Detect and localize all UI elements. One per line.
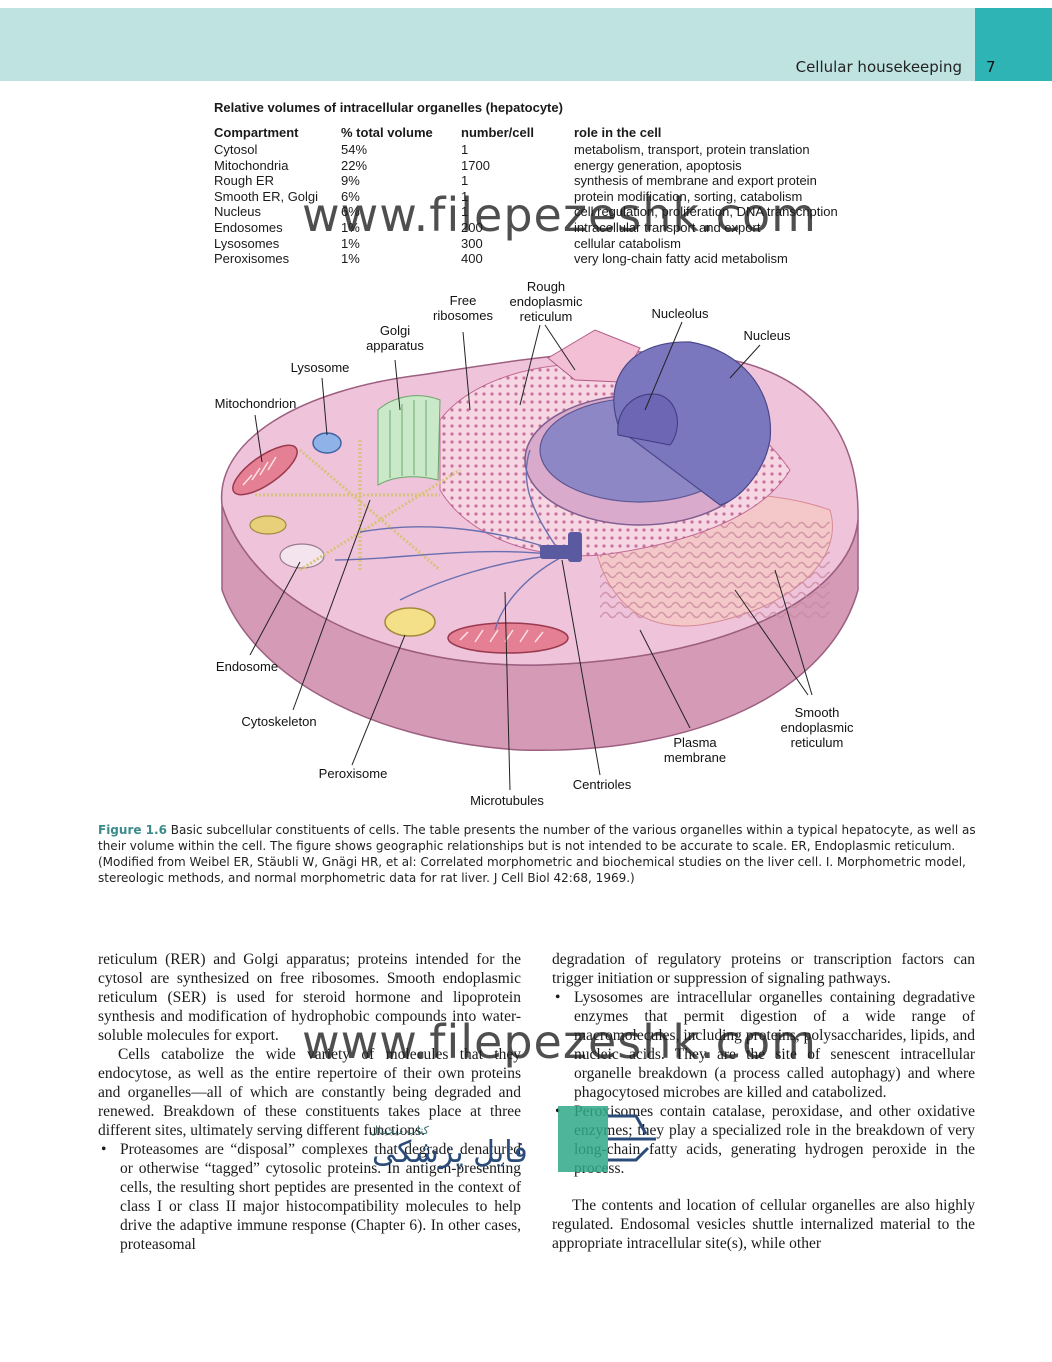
cell: 1%	[341, 219, 360, 235]
microtubules-lines	[334, 449, 561, 631]
col-header: role in the cell	[574, 124, 662, 140]
cell: 9%	[341, 173, 360, 189]
col-header: number/cell	[461, 124, 534, 140]
table-row: Peroxisomes 1% 400 very long-chain fatty ac…	[214, 251, 874, 267]
caption-text: Basic subcellular constituents of cells.…	[98, 823, 976, 885]
col-header: % total volume	[341, 124, 433, 140]
endosome-1	[249, 515, 287, 535]
watermark-url-2: www.filepezeshk.com	[302, 1015, 817, 1069]
bullet-item: Proteasomes are “disposal” complexes tha…	[98, 1140, 521, 1254]
cell: Rough ER	[214, 173, 274, 189]
cell: Endosomes	[214, 219, 283, 235]
label-cytoskeleton: Cytoskeleton	[241, 714, 317, 729]
cell: Smooth ER, Golgi	[214, 188, 319, 204]
table-row: Mitochondria 22% 1700 energy generation, ap…	[214, 158, 874, 174]
leader-lines	[249, 321, 813, 791]
body-column-left: reticulum (RER) and Golgi apparatus; pro…	[98, 950, 521, 1254]
cell: 6%	[341, 188, 360, 204]
cell: 300	[461, 235, 483, 251]
cell: 1	[461, 142, 469, 157]
nucleus-envelope-cutaway	[613, 341, 772, 506]
lysosome-shape	[312, 432, 342, 454]
page-number: 7	[986, 58, 996, 76]
cell: Lysosomes	[214, 235, 280, 251]
cell: 1	[461, 204, 469, 220]
cell: 22%	[341, 157, 368, 173]
cell: 1700	[461, 157, 490, 173]
running-head: Cellular housekeeping	[795, 58, 962, 76]
table-row: Rough ER 9% 1 synthesis of membrane and exp…	[214, 173, 874, 189]
figure-caption: Figure 1.6 Basic subcellular constituent…	[98, 822, 976, 886]
label-centrioles: Centrioles	[572, 777, 632, 792]
watermark-url: www.filepezeshk.com	[302, 188, 817, 242]
label-endosome: Endosome	[215, 659, 279, 674]
bullet-item: Peroxisomes contain catalase, peroxidase…	[552, 1102, 975, 1178]
cell: synthesis of membrane and export protein	[574, 173, 817, 189]
cell-illustration: Free ribosomes Rough endoplasmic reticul…	[0, 270, 1052, 820]
label-free-ribosomes: Free ribosomes	[433, 293, 493, 323]
cell: Nucleus	[214, 204, 261, 220]
cell: 6%	[341, 204, 360, 220]
table-row: Cytosol 54% 1 metabolism, transport, protei…	[214, 142, 874, 158]
watermark-logo-sub: کتاب دیجیتال	[370, 1124, 429, 1137]
cell: Peroxisomes	[214, 251, 290, 267]
cell: 1%	[341, 235, 360, 251]
centrioles-shape	[540, 532, 582, 562]
table-header-row: Compartment % total volume number/cell r…	[214, 122, 874, 142]
paragraph: Cells catabolize the wide variety of mol…	[98, 1046, 521, 1139]
table-row: Lysosomes 1% 300 cellular catabolism	[214, 236, 874, 252]
paragraph-gap	[552, 1178, 975, 1196]
label-microtubules: Microtubules	[470, 793, 544, 808]
cell: protein modification, sorting, catabolis…	[574, 188, 803, 204]
mitochondrion-left	[232, 444, 298, 496]
endosome-2	[279, 543, 325, 569]
watermark-logo-icon	[558, 1106, 656, 1172]
label-smooth-er: Smooth endoplasmic reticulum	[780, 705, 854, 750]
paragraph: reticulum (RER) and Golgi apparatus; pro…	[98, 951, 521, 1044]
cell: cell regulation, proliferation, DNA tran…	[574, 204, 838, 220]
label-rough-er: Rough endoplasmic reticulum	[509, 279, 583, 324]
cell: intracellular transport and export	[574, 219, 761, 235]
cell: 1	[461, 188, 469, 204]
nucleolus-shape	[617, 393, 678, 446]
label-nucleolus: Nucleolus	[651, 306, 709, 321]
watermark-logo-text: فایل پزشکی	[372, 1135, 528, 1170]
body-column-right: degradation of regulatory proteins or tr…	[552, 950, 975, 1253]
figure-number: Figure 1.6	[98, 823, 167, 837]
cytoskeleton-filaments	[255, 440, 461, 572]
header-tab	[975, 8, 1052, 81]
table-row: Endosomes 1% 200 intracellular transport an…	[214, 220, 874, 236]
table-title: Relative volumes of intracellular organe…	[214, 100, 563, 115]
cell: 400	[461, 251, 483, 267]
mitochondrion-bottom	[447, 622, 569, 654]
organelle-table: Compartment % total volume number/cell r…	[214, 122, 874, 267]
table-row: Nucleus 6% 1 cell regulation, proliferation…	[214, 204, 874, 220]
label-plasma-membrane: Plasma membrane	[663, 735, 727, 765]
label-golgi: Golgi apparatus	[366, 323, 424, 353]
header-band	[0, 8, 975, 81]
cell: Cytosol	[214, 142, 258, 157]
cell-diagram	[220, 321, 859, 791]
golgi-apparatus	[377, 395, 441, 486]
label-nucleus: Nucleus	[743, 328, 791, 343]
cell: Mitochondria	[214, 157, 289, 173]
peroxisome-shape	[384, 607, 436, 637]
cell: very long-chain fatty acid metabolism	[574, 251, 788, 267]
bullet-item: Lysosomes are intracellular organelles c…	[552, 988, 975, 1102]
label-lysosome: Lysosome	[290, 360, 350, 375]
cell: energy generation, apoptosis	[574, 157, 742, 173]
label-mitochondrion: Mitochondrion	[214, 396, 297, 411]
cell: 54%	[341, 142, 368, 157]
paragraph: The contents and location of cellular or…	[552, 1197, 975, 1252]
col-header: Compartment	[214, 124, 299, 140]
cell: cellular catabolism	[574, 235, 681, 251]
cell: 1%	[341, 251, 360, 267]
label-peroxisome: Peroxisome	[318, 766, 388, 781]
paragraph: degradation of regulatory proteins or tr…	[552, 951, 975, 987]
cell: 200	[461, 219, 483, 235]
table-row: Smooth ER, Golgi 6% 1 protein modification,…	[214, 189, 874, 205]
cell: 1	[461, 173, 469, 189]
cell: metabolism, transport, protein translati…	[574, 142, 810, 157]
